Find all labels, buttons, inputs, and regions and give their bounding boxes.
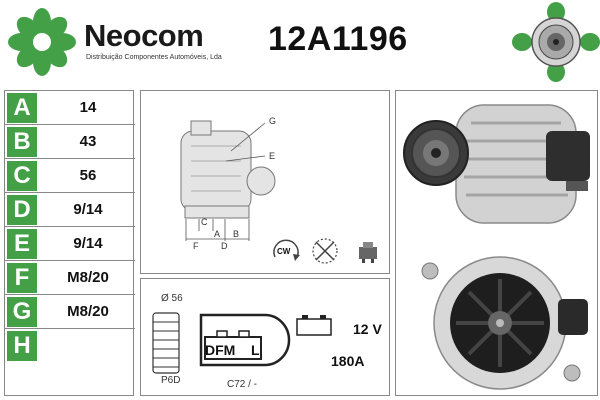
battery-icon <box>296 315 332 336</box>
spec-letter: G <box>7 297 37 327</box>
spec-value: M8/20 <box>67 303 109 320</box>
dim-label-d: D <box>221 241 228 251</box>
spec-value <box>41 329 135 363</box>
plug-pin: L <box>251 342 260 358</box>
spec-letter: H <box>7 331 37 361</box>
alternator-front-photo <box>403 104 590 224</box>
pulley-icon <box>152 312 180 374</box>
spec-letter: C <box>7 161 37 191</box>
product-photo-panel <box>395 90 598 396</box>
part-number: 12A1196 <box>268 20 408 58</box>
alternator-thumbnail-icon <box>512 2 600 82</box>
plug-reference: C72 / - <box>227 379 258 390</box>
alternator-rear-photo <box>421 256 588 390</box>
spec-row-g: G M8/20 <box>5 295 135 329</box>
spec-value: 9/14 <box>73 235 103 252</box>
spec-letter: A <box>7 93 37 123</box>
spec-letter: F <box>7 263 37 293</box>
spec-row-d: D 9/14 <box>5 193 135 227</box>
spec-row-b: B 43 <box>5 125 135 159</box>
spec-value: 56 <box>79 167 97 184</box>
dim-label-a: A <box>214 229 221 239</box>
spec-value: 9/14 <box>73 201 103 218</box>
spec-table: A 14 B 43 C 56 D 9/14 E 9/14 F M8/20 G M… <box>4 90 135 396</box>
amperage: 180A <box>331 353 365 369</box>
spec-row-a: A 14 <box>5 91 135 125</box>
dimension-diagram-panel: G E C A B F D CW <box>140 90 390 274</box>
voltage: 12 V <box>353 321 382 337</box>
dim-label-e: E <box>269 151 276 161</box>
spec-value: 43 <box>79 133 97 150</box>
pulley-type: P6D <box>161 375 181 386</box>
regulator-icon <box>359 242 377 263</box>
neocom-logo-icon <box>8 8 76 76</box>
spec-value: M8/20 <box>67 269 109 286</box>
spec-row-h: H <box>5 329 135 363</box>
spec-letter: D <box>7 195 37 225</box>
brand-tagline: Distribuição Componentes Automóveis, Lda <box>86 54 222 61</box>
dim-label-c: C <box>201 217 208 227</box>
dim-label-b: B <box>233 229 240 239</box>
brand-name: Neocom <box>84 18 204 53</box>
spec-row-c: C 56 <box>5 159 135 193</box>
spec-letter: E <box>7 229 37 259</box>
dim-label-f: F <box>193 241 199 251</box>
plug-code: DFM <box>205 342 236 358</box>
plug-connector-icon <box>199 313 291 367</box>
spec-value: 14 <box>79 99 97 116</box>
spec-row-f: F M8/20 <box>5 261 135 295</box>
spec-letter: B <box>7 127 37 157</box>
rotation-label: CW <box>277 247 291 256</box>
cw-rotation-icon <box>273 239 300 261</box>
pulley-diameter: Ø 56 <box>161 293 183 304</box>
alternator-dimension-drawing <box>180 120 276 241</box>
connector-panel: Ø 56 P6D DFM L C72 / - 12 V 180A <box>140 278 390 396</box>
fan-ventilation-icon <box>312 238 338 264</box>
spec-row-e: E 9/14 <box>5 227 135 261</box>
dim-label-g: G <box>269 116 277 126</box>
